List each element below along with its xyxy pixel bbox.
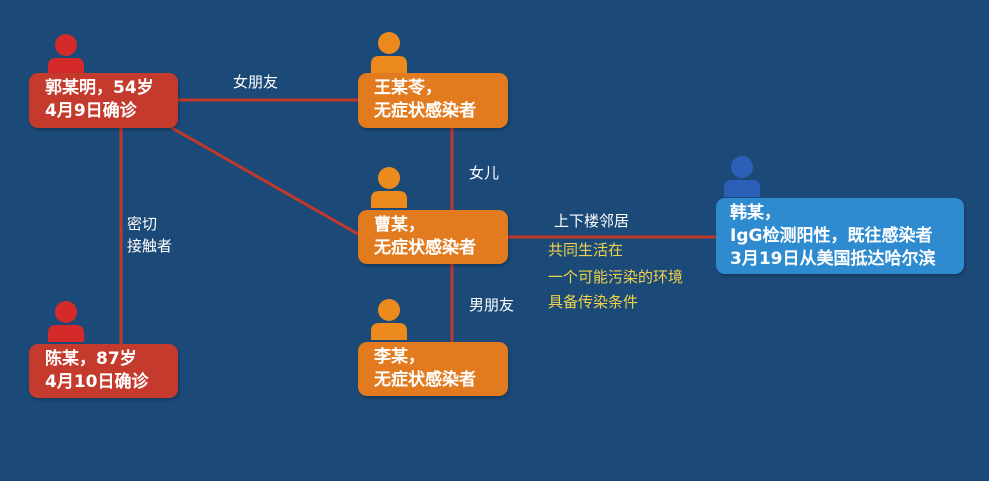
person-red-icon [48, 34, 84, 75]
note-line-3: 具备传染条件 [548, 293, 639, 311]
node-han-line3: 3月19日从美国抵达哈尔滨 [730, 249, 936, 269]
person-orange-icon [371, 299, 407, 340]
node-guo: 郭某明，54岁 4月9日确诊 [29, 73, 178, 128]
person-red-icon [48, 301, 84, 342]
person-orange-icon [371, 167, 407, 208]
node-wang: 王某苓， 无症状感染者 [358, 73, 508, 128]
label-neighbor: 上下楼邻居 [554, 212, 630, 230]
node-chen: 陈某，87岁 4月10日确诊 [29, 344, 178, 398]
node-chen-line1: 陈某，87岁 [45, 349, 137, 369]
node-han-line1: 韩某， [730, 203, 781, 223]
label-girlfriend: 女朋友 [233, 73, 279, 91]
label-close-contact-2: 接触者 [127, 237, 173, 255]
label-daughter: 女儿 [469, 164, 500, 182]
person-blue-icon [724, 156, 760, 197]
note-line-1: 共同生活在 [548, 241, 624, 259]
node-chen-line2: 4月10日确诊 [45, 372, 149, 392]
node-wang-line2: 无症状感染者 [374, 101, 476, 121]
person-orange-icon [371, 32, 407, 73]
node-cao-line1: 曹某， [374, 215, 425, 235]
node-guo-line1: 郭某明，54岁 [45, 78, 154, 98]
node-guo-line2: 4月9日确诊 [45, 101, 137, 121]
edge-guo-cao [171, 126, 359, 236]
node-li-line2: 无症状感染者 [374, 370, 476, 390]
node-li: 李某， 无症状感染者 [358, 342, 508, 396]
label-close-contact-1: 密切 [127, 215, 158, 233]
node-li-line1: 李某， [374, 347, 425, 367]
node-wang-line1: 王某苓， [374, 78, 442, 98]
node-cao: 曹某， 无症状感染者 [358, 210, 508, 264]
node-han: 韩某， IgG检测阳性，既往感染者 3月19日从美国抵达哈尔滨 [716, 198, 964, 274]
node-han-line2: IgG检测阳性，既往感染者 [730, 226, 933, 246]
note-line-2: 一个可能污染的环境 [548, 268, 684, 286]
label-boyfriend: 男朋友 [469, 296, 515, 314]
node-cao-line2: 无症状感染者 [374, 238, 476, 258]
